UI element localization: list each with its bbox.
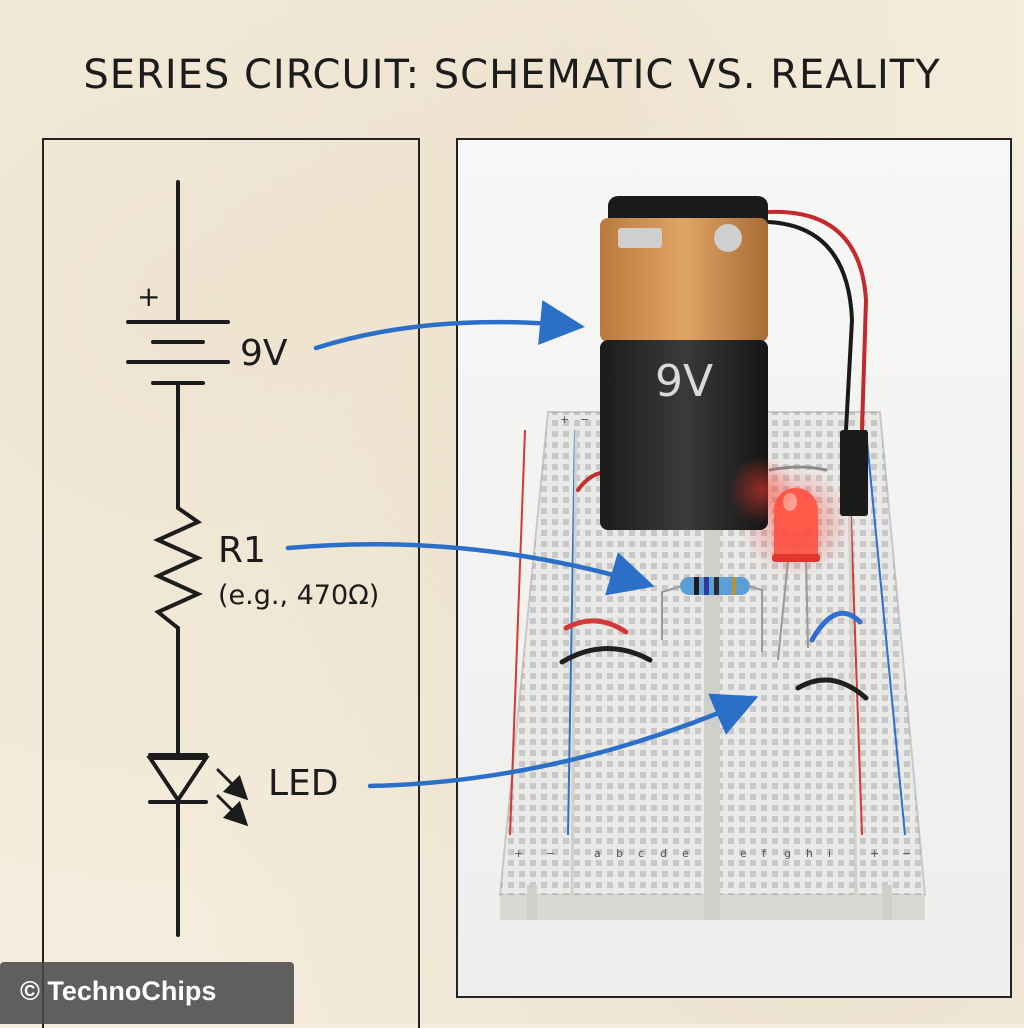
watermark: © TechnoChips: [0, 962, 294, 1024]
column-label: e: [740, 847, 747, 860]
column-label: c: [638, 847, 644, 860]
column-label: h: [806, 847, 813, 860]
battery-wire-black: [767, 220, 855, 431]
led-symbol: [146, 753, 249, 827]
rail-plus-label-left: +: [514, 847, 523, 860]
rail-minus-label-right: −: [902, 847, 911, 860]
schematic-panel: [42, 138, 420, 1028]
column-label: d: [660, 847, 667, 860]
rail-red-left: [509, 429, 526, 836]
rail-blue-right: [865, 429, 906, 836]
battery-symbol: [126, 320, 230, 385]
resistor-value-label: (e.g., 470Ω): [218, 580, 380, 611]
column-label: i: [828, 847, 831, 860]
battery-connector: [840, 430, 868, 516]
arrow-resistor: [285, 542, 655, 596]
jumper-black-right: [795, 677, 869, 701]
jumper-wires: [559, 465, 869, 701]
schematic: [126, 180, 249, 937]
resistor-label: R1: [218, 530, 266, 571]
arrow-led: [367, 693, 759, 789]
resistor-component: [661, 577, 763, 652]
mapping-arrows: [285, 300, 759, 789]
page-title: SERIES CIRCUIT: SCHEMATIC VS. REALITY: [83, 52, 941, 98]
resistor-symbol: [153, 506, 203, 630]
rail-minus-label-top: −: [580, 413, 589, 426]
battery-label: 9V: [240, 333, 288, 374]
jumper-black-left: [559, 646, 653, 665]
jumper-blue: [809, 610, 863, 643]
battery-plus-sign: +: [137, 280, 160, 313]
rail-plus-label-top: +: [560, 413, 569, 426]
column-label: f: [762, 847, 767, 860]
column-label: e: [682, 847, 689, 860]
arrow-battery: [313, 300, 585, 351]
rail-minus-label-left: −: [546, 847, 555, 860]
battery-photo-label: 9V: [655, 356, 714, 407]
led-label: LED: [268, 763, 339, 804]
column-labels-right: e f g h i: [740, 847, 831, 860]
battery-9v: [600, 196, 869, 530]
battery-wire-red: [767, 209, 869, 431]
jumper-red: [563, 618, 629, 635]
column-label: b: [616, 847, 623, 860]
column-label: a: [594, 847, 601, 860]
rail-blue-left: [567, 429, 576, 836]
rail-plus-label-right: +: [870, 847, 879, 860]
column-labels-left: a b c d e: [594, 847, 689, 860]
column-label: g: [784, 847, 791, 860]
